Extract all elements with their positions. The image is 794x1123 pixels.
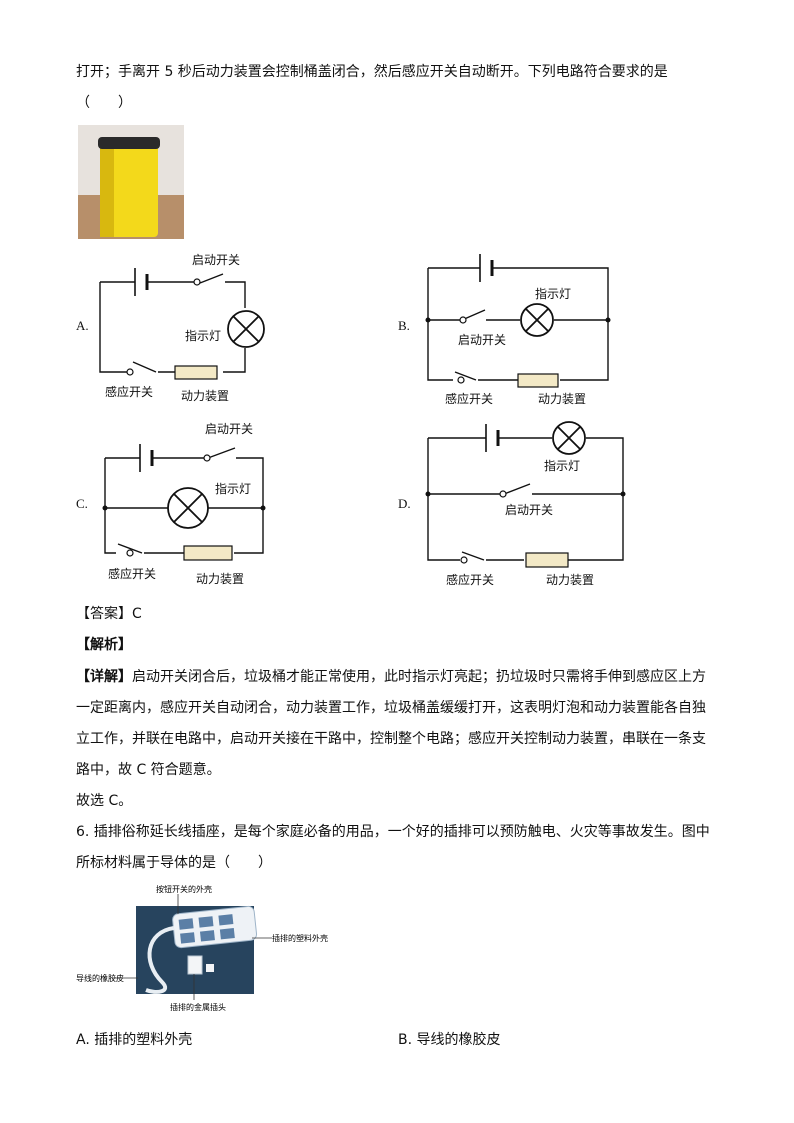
question6-stem-line2: 所标材料属于导体的是（ ）: [76, 855, 272, 871]
question-stem-line: 打开；手离开 5 秒后动力装置会控制桶盖闭合，然后感应开关自动断开。下列电路符合…: [76, 64, 668, 80]
label-power-device: 动力装置: [546, 573, 594, 587]
label-power-device: 动力装置: [196, 572, 244, 586]
label-indicator: 指示灯: [535, 286, 571, 301]
power-strip-photo: 按钮开关的外壳 插排的塑料外壳 导线的橡胶皮 插排的金属插头: [76, 884, 328, 1012]
label-metal-plug: 插排的金属插头: [170, 1002, 226, 1012]
label-rubber: 导线的橡胶皮: [76, 973, 124, 983]
circuit-d: 指示灯 启动开关 感应开关 动力装置: [425, 421, 626, 587]
label-start-switch: 启动开关: [458, 333, 506, 347]
circuit-a: 启动开关 指示灯 感应开关 动力装置: [99, 253, 265, 403]
detail-text: 启动开关闭合后，垃圾桶才能正常使用，此时指示灯亮起；扔垃圾时只需将手伸到感应区上…: [132, 669, 706, 685]
label-sensor-switch: 感应开关: [446, 572, 494, 587]
label-start-switch: 启动开关: [192, 253, 240, 267]
label-sensor-switch: 感应开关: [105, 384, 153, 399]
question-bracket: （ ）: [76, 95, 132, 111]
circuit-b: 指示灯 启动开关 感应开关 动力装置: [425, 254, 611, 406]
detail-line-3: 立工作，并联在电路中，启动开关接在干路中，控制整个电路；感应开关控制动力装置，串…: [76, 731, 706, 747]
analysis-tag: 【解析】: [76, 637, 132, 653]
label-sensor-switch: 感应开关: [445, 391, 493, 406]
detail-line-2: 一定距离内，感应开关自动闭合，动力装置工作，垃圾桶盖缓缓打开，这表明灯泡和动力装…: [76, 700, 706, 716]
option-a-letter: A.: [76, 318, 89, 333]
label-power-device: 动力装置: [181, 389, 229, 403]
option-d-letter: D.: [398, 496, 411, 511]
option-c-letter: C.: [76, 496, 88, 511]
label-power-device: 动力装置: [538, 392, 586, 406]
detail-tag: 【详解】: [76, 669, 132, 685]
label-indicator: 指示灯: [185, 328, 221, 343]
trash-can-photo: [78, 125, 184, 239]
label-indicator: 指示灯: [544, 458, 580, 473]
question6-option-b[interactable]: B. 导线的橡胶皮: [398, 1032, 501, 1048]
label-start-switch: 启动开关: [505, 503, 553, 517]
label-start-switch: 启动开关: [205, 422, 253, 436]
label-sensor-switch: 感应开关: [108, 566, 156, 581]
label-indicator: 指示灯: [215, 481, 251, 496]
conclusion: 故选 C。: [76, 793, 133, 809]
detail-line-4: 路中，故 C 符合题意。: [76, 762, 221, 778]
label-plastic-shell: 插排的塑料外壳: [272, 933, 328, 943]
option-b-letter: B.: [398, 318, 410, 333]
question6-stem-line1: 6. 插排俗称延长线插座，是每个家庭必备的用品，一个好的插排可以预防触电、火灾等…: [76, 824, 710, 840]
label-button-shell: 按钮开关的外壳: [156, 884, 212, 894]
question6-option-a[interactable]: A. 插排的塑料外壳: [76, 1032, 193, 1048]
circuit-c: 启动开关 指示灯 感应开关 动力装置: [102, 422, 266, 586]
detail-line-1: 【详解】启动开关闭合后，垃圾桶才能正常使用，此时指示灯亮起；扔垃圾时只需将手伸到…: [76, 667, 706, 687]
answer-tag: 【答案】C: [76, 606, 142, 622]
